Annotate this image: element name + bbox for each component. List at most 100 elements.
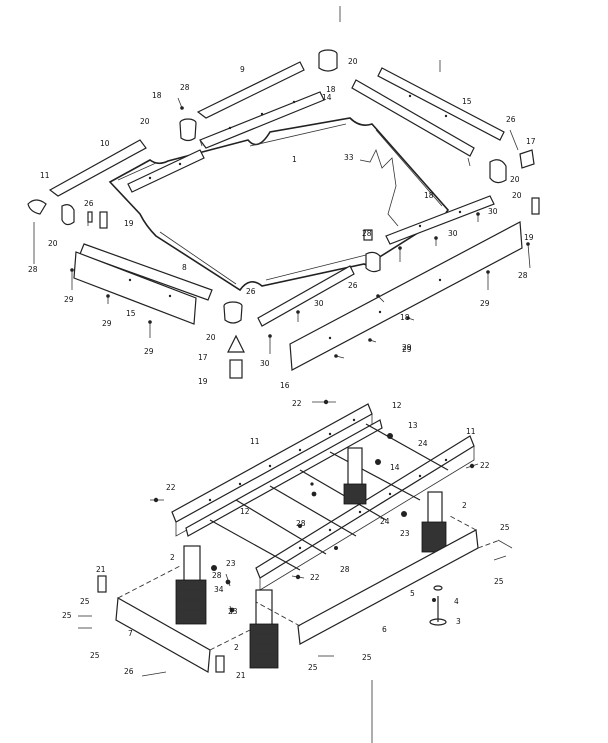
part-label: 12 bbox=[392, 401, 402, 410]
part-label: 2 bbox=[462, 501, 467, 510]
part-label: 3 bbox=[456, 617, 461, 626]
part-label: 28 bbox=[28, 265, 38, 274]
table-top-assembly bbox=[27, 6, 540, 379]
part-label: 18 bbox=[152, 91, 162, 100]
part-label: 25 bbox=[500, 523, 510, 532]
part-label: 25 bbox=[308, 663, 318, 672]
rail-left-inner bbox=[127, 149, 205, 193]
part-label: 30 bbox=[448, 229, 458, 238]
corner-11 bbox=[27, 199, 47, 215]
part-label: 16 bbox=[280, 381, 290, 390]
part-label: 21 bbox=[236, 671, 246, 680]
part-label: 29 bbox=[402, 345, 412, 354]
part-label: 18 bbox=[326, 85, 336, 94]
part-label: 2 bbox=[170, 553, 175, 562]
part-label: 18 bbox=[424, 191, 434, 200]
part-label: 25 bbox=[90, 651, 100, 660]
part-label: 14 bbox=[322, 93, 332, 102]
part-labels: 20 9 18 28 18 20 14 15 26 17 10 1 33 20 … bbox=[28, 57, 536, 680]
part-label: 7 bbox=[128, 629, 133, 638]
pocket-20-mid-right bbox=[365, 251, 381, 273]
part-label: 13 bbox=[408, 421, 418, 430]
part-label: 28 bbox=[180, 83, 190, 92]
part-label: 11 bbox=[250, 437, 260, 446]
rail-15-top bbox=[377, 67, 505, 141]
part-label: 26 bbox=[124, 667, 134, 676]
part-label: 29 bbox=[480, 299, 490, 308]
rail-10 bbox=[48, 139, 147, 197]
part-label: 28 bbox=[340, 565, 350, 574]
part-label: 5 bbox=[410, 589, 415, 598]
part-label: 29 bbox=[402, 343, 412, 352]
rail-18-top bbox=[199, 91, 325, 149]
leg-right bbox=[421, 491, 447, 553]
part-label: 19 bbox=[124, 219, 134, 228]
block-21-right bbox=[215, 655, 225, 673]
leveler-foot bbox=[429, 585, 447, 626]
part-label: 30 bbox=[314, 299, 324, 308]
part-label: 12 bbox=[240, 507, 250, 516]
rail-15-front bbox=[73, 251, 197, 325]
apron-7 bbox=[115, 597, 211, 673]
part-label: 29 bbox=[144, 347, 154, 356]
rail-14 bbox=[351, 79, 475, 157]
part-label: 20 bbox=[206, 333, 216, 342]
pocket-20-left bbox=[61, 204, 75, 226]
leg-back-center bbox=[343, 447, 367, 505]
corner-17-right bbox=[519, 149, 535, 169]
part-label: 23 bbox=[228, 607, 238, 616]
pocket-20-upper-left bbox=[179, 118, 197, 142]
slate-bed bbox=[108, 117, 450, 292]
frame-rail-12 bbox=[185, 419, 383, 537]
part-label: 28 bbox=[296, 519, 306, 528]
part-label: 22 bbox=[480, 461, 490, 470]
rail-18-front bbox=[257, 265, 355, 327]
part-label: 9 bbox=[240, 65, 245, 74]
part-label: 15 bbox=[126, 309, 136, 318]
leg-front bbox=[249, 589, 279, 669]
part-label: 26 bbox=[348, 281, 358, 290]
part-label: 20 bbox=[512, 191, 522, 200]
part-label: 22 bbox=[292, 399, 302, 408]
part-label: 17 bbox=[526, 137, 536, 146]
part-label: 20 bbox=[140, 117, 150, 126]
part-label: 25 bbox=[62, 611, 72, 620]
part-label: 23 bbox=[226, 559, 236, 568]
part-label: 24 bbox=[380, 517, 390, 526]
part-label: 14 bbox=[390, 463, 400, 472]
part-label: 29 bbox=[102, 319, 112, 328]
block-19-front bbox=[229, 359, 243, 379]
rail-front-right bbox=[289, 221, 523, 371]
part-label: 6 bbox=[382, 625, 387, 634]
part-label: 17 bbox=[198, 353, 208, 362]
pocket-20-top bbox=[318, 49, 338, 72]
pocket-20-front bbox=[223, 301, 243, 324]
corner-17-front bbox=[227, 334, 245, 353]
part-label: 28 bbox=[362, 229, 372, 238]
block-21-left bbox=[97, 575, 107, 593]
part-label: 23 bbox=[400, 529, 410, 538]
part-label: 20 bbox=[48, 239, 58, 248]
part-label: 11 bbox=[466, 427, 476, 436]
part-label: 11 bbox=[40, 171, 50, 180]
part-label: 10 bbox=[100, 139, 110, 148]
part-label: 24 bbox=[418, 439, 428, 448]
part-label: 28 bbox=[212, 571, 222, 580]
part-label: 22 bbox=[166, 483, 176, 492]
part-label: 8 bbox=[182, 263, 187, 272]
block-19-left bbox=[99, 211, 108, 229]
part-label: 22 bbox=[310, 573, 320, 582]
part-label: 29 bbox=[64, 295, 74, 304]
part-label: 33 bbox=[344, 153, 354, 162]
frame-rail-11-back bbox=[171, 403, 373, 523]
part-label: 19 bbox=[198, 377, 208, 386]
part-label: 25 bbox=[494, 577, 504, 586]
part-label: 2 bbox=[234, 643, 239, 652]
part-label: 20 bbox=[348, 57, 358, 66]
frame-assembly bbox=[78, 399, 513, 743]
part-label: 28 bbox=[518, 271, 528, 280]
part-label: 25 bbox=[80, 597, 90, 606]
rail-9 bbox=[196, 61, 305, 119]
part-label: 26 bbox=[84, 199, 94, 208]
